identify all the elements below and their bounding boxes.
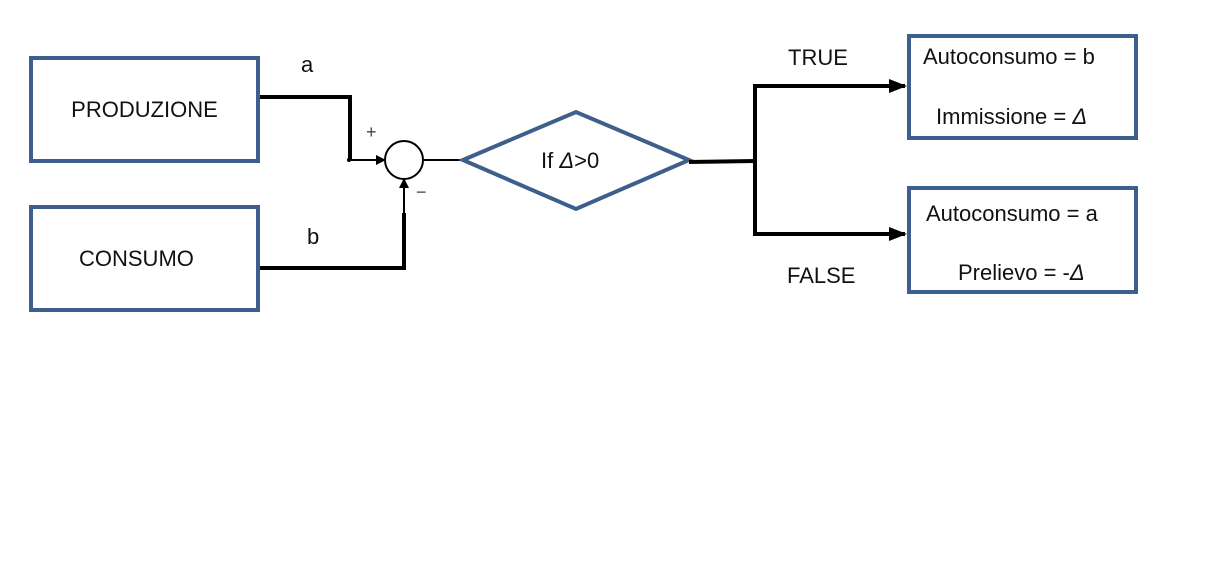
summing-junction (384, 140, 424, 180)
false-label: FALSE (787, 263, 856, 288)
production-label: PRODUZIONE (71, 96, 218, 122)
consumption-box: CONSUMO (29, 205, 260, 312)
false-autoconsumo: Autoconsumo = a (926, 201, 1098, 226)
decision-label: If Δ>0 (541, 148, 599, 174)
delta-symbol: Δ (1072, 104, 1088, 129)
false-prelievo: Prelievo = -Δ (958, 260, 1085, 286)
minus-sign: − (416, 182, 427, 202)
delta-symbol: Δ (559, 148, 575, 173)
signal-b-label: b (307, 224, 320, 249)
decision-prefix: If (541, 148, 560, 173)
connector-b (258, 213, 406, 270)
true-immissione: Immissione = Δ (936, 104, 1087, 130)
true-result-box: Autoconsumo = b Immissione = Δ (907, 34, 1138, 140)
consumption-label: CONSUMO (79, 245, 194, 271)
production-box: PRODUZIONE (29, 56, 260, 163)
true-immissione-text: Immissione = (936, 104, 1073, 129)
plus-sign: + (366, 122, 377, 142)
connector-decision-out (688, 159, 756, 164)
signal-a-label: a (301, 52, 314, 77)
delta-symbol: Δ (1069, 260, 1085, 285)
connector-a (258, 95, 352, 160)
false-prelievo-text: Prelievo = - (958, 260, 1070, 285)
false-result-box: Autoconsumo = a Prelievo = -Δ (907, 186, 1138, 294)
true-label: TRUE (788, 45, 848, 70)
decision-suffix: >0 (574, 148, 600, 173)
junction-dot (347, 158, 351, 162)
true-autoconsumo: Autoconsumo = b (923, 44, 1095, 69)
